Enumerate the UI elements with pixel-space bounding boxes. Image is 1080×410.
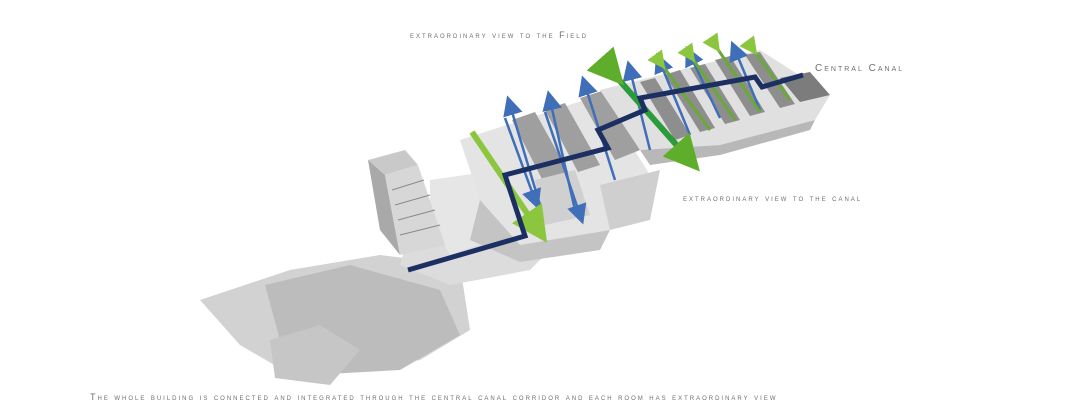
central-canal-label: Central Canal [815,63,905,74]
canal-view-label: extraordinary view to the canal [683,193,863,203]
central-canal-corridor [407,72,804,273]
building-base [200,170,560,385]
caption: The whole building is connected and inte… [90,392,778,402]
tower [368,150,445,255]
field-view-label: extraordinary view to the Field [410,30,588,40]
